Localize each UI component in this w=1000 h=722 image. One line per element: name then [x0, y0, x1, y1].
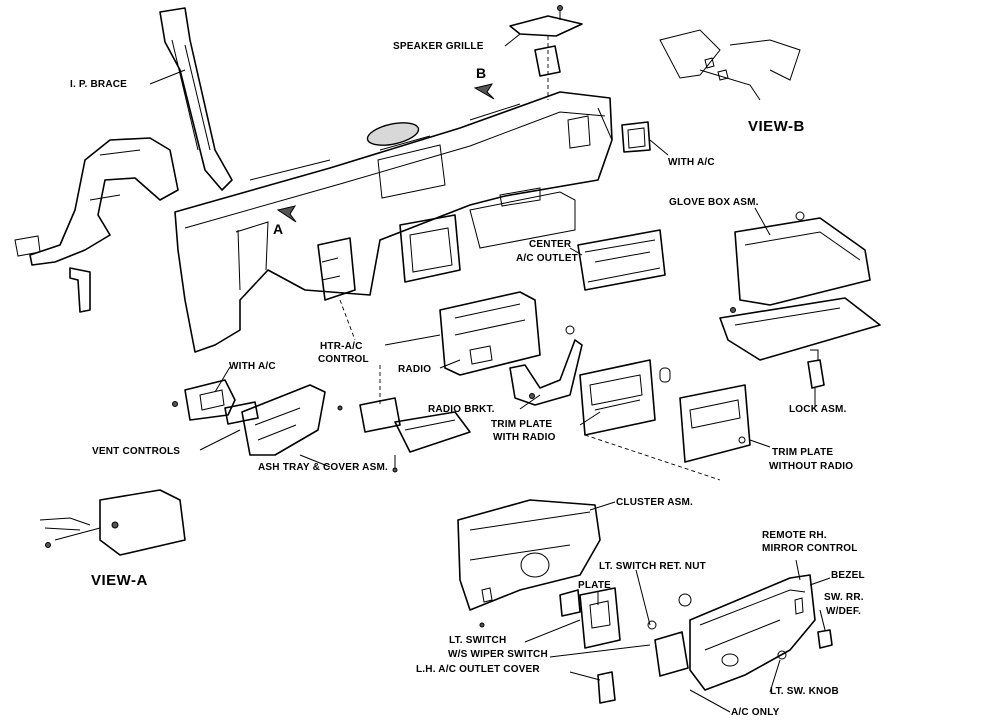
center-ac-outlet-label-2: A/C OUTLET: [516, 253, 578, 264]
sw-rr-def-label-2: W/DEF.: [826, 606, 862, 617]
glove-box-label: GLOVE BOX ASM.: [669, 197, 759, 208]
view-a-label: VIEW-A: [91, 572, 148, 589]
htr-ac-control-label-2: CONTROL: [318, 354, 369, 365]
ac-only-label: A/C ONLY: [731, 707, 780, 718]
bezel-label: BEZEL: [831, 570, 865, 581]
htr-ac-control-part: [317, 237, 356, 341]
view-markers: [276, 83, 495, 223]
ip-brace-label: I. P. BRACE: [70, 79, 128, 90]
speaker-grille-label: SPEAKER GRILLE: [393, 41, 484, 52]
sw-rr-def-label-1: SW. RR.: [824, 592, 864, 603]
ash-tray-label: ASH TRAY & COVER ASM.: [258, 462, 388, 473]
plate-label: PLATE: [578, 580, 612, 591]
plate-and-switch-parts: [559, 587, 833, 704]
center-ac-outlet-label-1: CENTER: [529, 239, 572, 250]
ash-tray-part: [359, 365, 471, 473]
with-ac-left-label: WITH A/C: [229, 361, 276, 372]
radio-part: [439, 291, 575, 376]
htr-ac-control-label-1: HTR-A/C: [320, 341, 363, 352]
leader-lines: [149, 33, 831, 713]
lh-ac-outlet-cover-label: L.H. A/C OUTLET COVER: [416, 664, 540, 675]
radio-bracket-label: RADIO BRKT.: [428, 404, 495, 415]
remote-mirror-label-2: MIRROR CONTROL: [762, 543, 858, 554]
with-ac-top-part: [621, 121, 669, 156]
view-b-marker: B: [476, 65, 487, 81]
instrument-panel-body: [174, 91, 613, 353]
bezel-part: [689, 574, 816, 691]
cluster-part: [457, 499, 601, 628]
lt-switch-ret-nut-label: LT. SWITCH RET. NUT: [599, 561, 706, 572]
trim-plate-with-radio-part: [579, 359, 671, 436]
trim-plate-with-radio-label-1: TRIM PLATE: [491, 419, 553, 430]
left-frame-bracket: [14, 137, 179, 313]
trim-plate-without-radio-part: [584, 384, 751, 481]
vent-controls-label: VENT CONTROLS: [92, 446, 181, 457]
trim-plate-without-radio-label-1: TRIM PLATE: [772, 447, 834, 458]
speaker-grille-part: [509, 5, 583, 100]
trim-plate-without-radio-label-2: WITHOUT RADIO: [769, 461, 854, 472]
vent-controls-part: [224, 384, 343, 456]
lt-switch-label-1: LT. SWITCH: [449, 635, 507, 646]
view-a-marker: A: [273, 221, 284, 237]
lt-switch-label-2: W/S WIPER SWITCH: [448, 649, 548, 660]
remote-mirror-label-1: REMOTE RH.: [762, 530, 827, 541]
trim-plate-with-radio-label-2: WITH RADIO: [493, 432, 556, 443]
radio-label: RADIO: [398, 364, 432, 375]
view-b-detail: [659, 29, 801, 101]
lock-part: [807, 349, 825, 389]
glove-box-part: [719, 211, 881, 361]
cluster-label: CLUSTER ASM.: [616, 497, 694, 508]
center-ac-outlet-part: [577, 229, 666, 291]
lt-sw-knob-label: LT. SW. KNOB: [770, 686, 839, 697]
with-ac-top-label: WITH A/C: [668, 157, 715, 168]
view-a-detail: [39, 489, 186, 556]
view-b-label: VIEW-B: [748, 118, 805, 135]
lock-label: LOCK ASM.: [789, 404, 847, 415]
radio-bracket-part: [509, 339, 583, 406]
ip-brace: [159, 7, 233, 191]
